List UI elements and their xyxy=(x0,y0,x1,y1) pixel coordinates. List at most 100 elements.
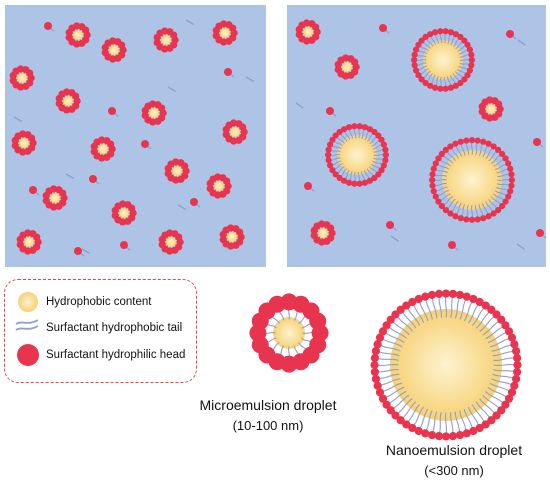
surfactant-head xyxy=(295,30,303,39)
surfactant-tail xyxy=(376,363,399,367)
surfactant-head xyxy=(511,374,521,384)
surfactant-head xyxy=(229,24,237,32)
surfactant-tail xyxy=(489,338,510,348)
surfactant-head xyxy=(408,297,417,307)
hydrophobic-core xyxy=(108,44,120,56)
hydrophobic-core xyxy=(219,27,231,39)
surfactant-head xyxy=(382,146,389,153)
surfactant-head xyxy=(386,221,394,229)
surfactant-head xyxy=(447,84,454,91)
surfactant-head xyxy=(468,216,476,223)
surfactant-tail xyxy=(413,406,424,427)
surfactant-tail xyxy=(487,387,508,398)
surfactant-head xyxy=(469,426,478,436)
surfactant-tail xyxy=(492,373,514,379)
surfactant-head xyxy=(396,305,405,314)
legend-label-hydrophilic-head: Surfactant hydrophilic head xyxy=(46,349,186,361)
surfactant-head xyxy=(33,233,41,241)
micro-droplet xyxy=(111,200,137,226)
surfactant-head xyxy=(457,138,464,145)
surfactant-tail xyxy=(492,350,514,357)
surfactant-head xyxy=(457,215,464,222)
surfactant-head xyxy=(222,130,230,139)
hydrophobic-core xyxy=(171,165,183,177)
surfactant-head xyxy=(501,321,510,330)
surfactant-head xyxy=(499,203,506,210)
surfactant-head xyxy=(346,124,353,131)
surfactant-tail xyxy=(471,404,485,423)
hydrophobic-core xyxy=(442,150,502,210)
surfactant-head xyxy=(16,240,24,249)
surfactant-tail xyxy=(459,410,467,432)
surfactant-head xyxy=(452,31,459,38)
loose-surfactant-tail xyxy=(517,39,526,46)
surfactant-head xyxy=(379,24,387,32)
surfactant-tail xyxy=(487,331,508,344)
surfactant-head xyxy=(55,99,63,108)
surfactant-tail xyxy=(485,326,504,340)
surfactant-head xyxy=(442,28,449,35)
micro-droplet xyxy=(16,229,42,255)
hydrophobic-core xyxy=(49,192,61,204)
surfactant-head xyxy=(329,136,336,143)
surfactant-head xyxy=(463,137,470,144)
surfactant-head xyxy=(325,151,332,159)
hydrophobic-core xyxy=(337,135,377,175)
surfactant-head xyxy=(310,231,318,240)
surfactant-head xyxy=(481,301,490,310)
loose-surfactant-tail xyxy=(516,243,525,250)
surfactant-head xyxy=(468,137,476,144)
surfactant-tail xyxy=(438,296,443,318)
surfactant-head xyxy=(181,162,189,170)
surfactant-head xyxy=(504,327,514,336)
surfactant-tail xyxy=(472,307,485,326)
microemulsion-title: Microemulsion droplet xyxy=(199,397,337,413)
surfactant-head xyxy=(74,247,82,255)
surfactant-head xyxy=(497,406,506,415)
hydrophobic-core xyxy=(317,227,329,239)
surfactant-head xyxy=(101,48,109,57)
surfactant-head xyxy=(513,367,522,377)
surfactant-head xyxy=(411,62,418,69)
surfactant-head xyxy=(510,381,519,390)
surfactant-head xyxy=(468,51,475,58)
surfactant-head xyxy=(90,147,98,156)
surfactant-head xyxy=(430,165,437,172)
legend-box xyxy=(4,279,197,383)
surfactant-head xyxy=(415,72,422,79)
hydrophobic-core xyxy=(23,236,35,248)
surfactant-head xyxy=(375,171,382,178)
surfactant-head xyxy=(466,67,474,74)
micro-droplet xyxy=(101,37,127,63)
surfactant-head xyxy=(89,175,97,183)
free-surfactant xyxy=(224,68,235,78)
surfactant-head xyxy=(495,207,502,214)
hydrophobic-core xyxy=(97,143,109,155)
surfactant-head xyxy=(490,143,497,150)
surfactant-head xyxy=(452,140,459,147)
free-surfactant xyxy=(326,107,337,117)
surfactant-head xyxy=(312,23,320,31)
surfactant-head xyxy=(462,429,471,438)
surfactant-head xyxy=(371,374,381,384)
surfactant-tail xyxy=(489,382,511,392)
surfactant-head xyxy=(44,22,52,30)
surfactant-head xyxy=(507,188,514,195)
surfactant-head xyxy=(366,126,373,133)
surfactant-head xyxy=(492,310,501,319)
surfactant-head xyxy=(42,196,50,205)
micro-droplet xyxy=(141,100,167,126)
surfactant-head xyxy=(351,58,359,66)
surfactant-tail xyxy=(378,373,400,380)
micro-droplet xyxy=(295,19,321,45)
surfactant-head xyxy=(435,198,442,205)
surfactant-tail xyxy=(479,398,496,415)
surfactant-head xyxy=(411,51,418,58)
free-surfactant xyxy=(190,198,201,208)
surfactant-tail xyxy=(392,394,410,410)
surfactant-tail xyxy=(407,404,420,423)
loose-surfactant-tail xyxy=(81,248,91,255)
surfactant-head xyxy=(332,171,339,178)
surfactant-tail xyxy=(381,338,403,348)
surfactant-tail xyxy=(419,408,429,430)
